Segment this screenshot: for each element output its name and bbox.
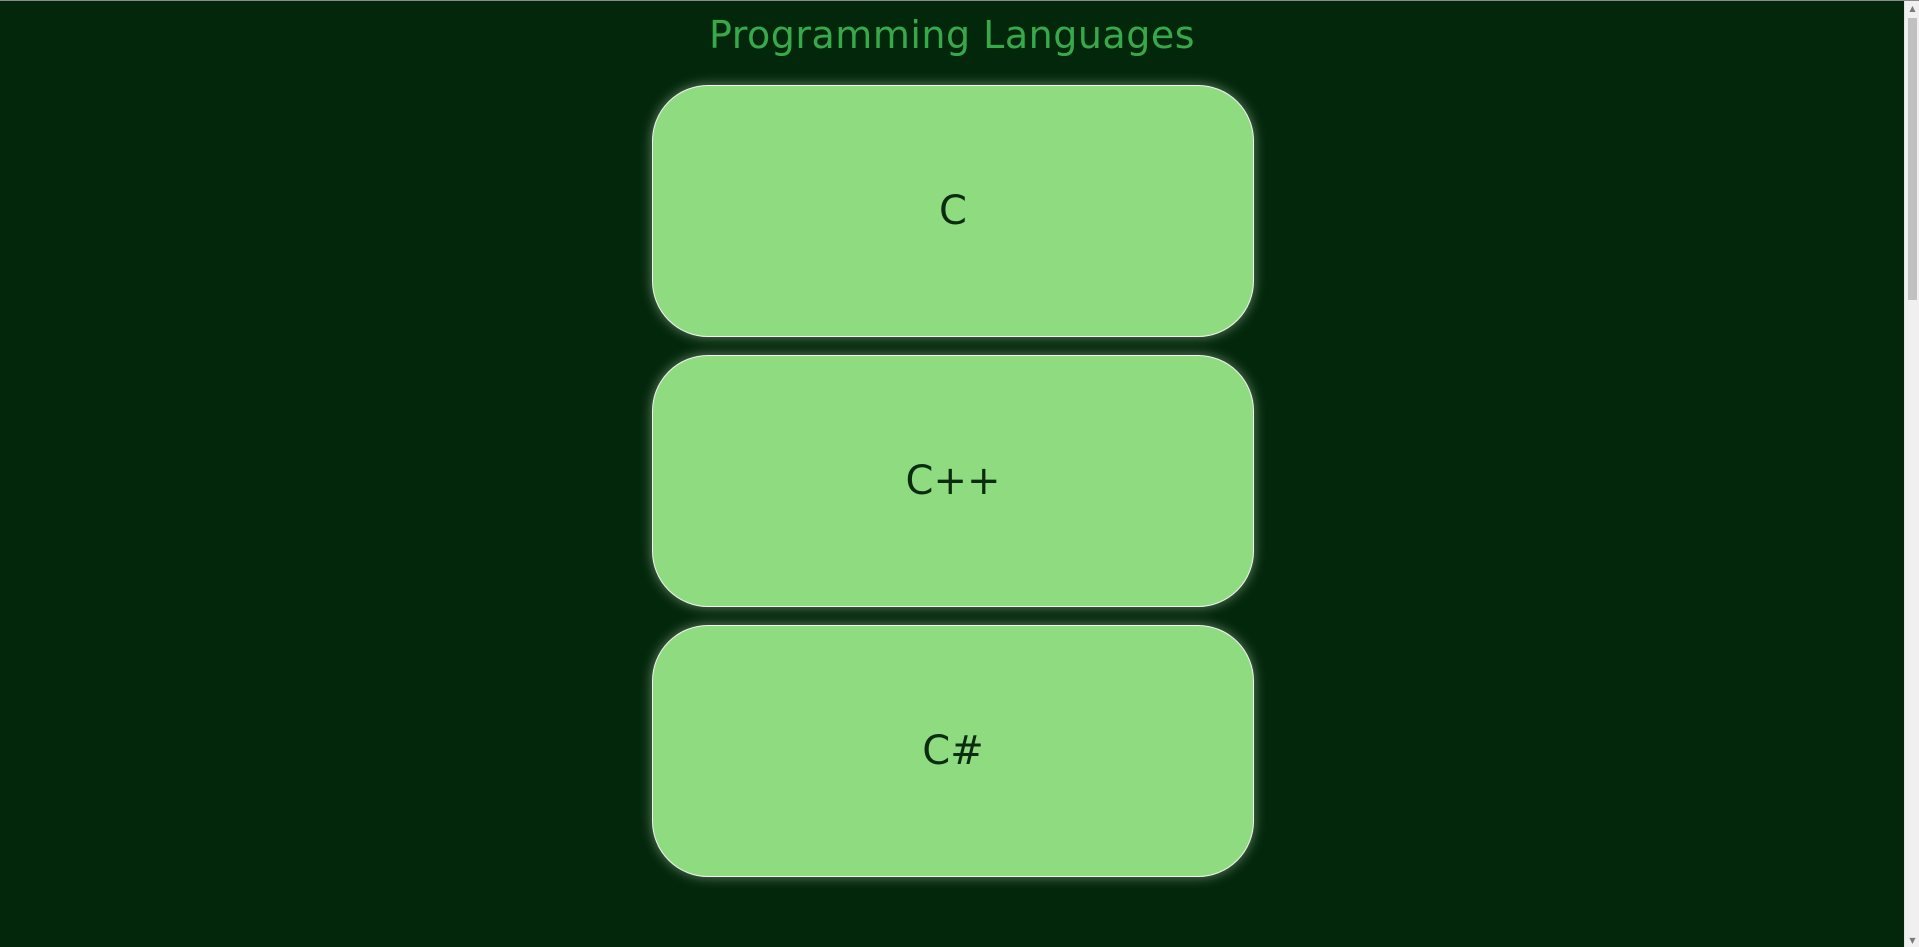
language-card-cpp[interactable]: C++ — [652, 355, 1254, 607]
chevron-up-icon[interactable]: ▲ — [1909, 4, 1916, 13]
page-title: Programming Languages — [708, 13, 1196, 57]
language-card-c[interactable]: C — [652, 85, 1254, 337]
language-card-label: C — [939, 188, 967, 234]
chevron-down-icon[interactable]: ▼ — [1909, 936, 1916, 945]
language-card-label: C++ — [905, 458, 1001, 504]
scrollbar-thumb[interactable] — [1908, 18, 1917, 300]
language-card-label: C# — [922, 728, 984, 774]
language-card-csharp[interactable]: C# — [652, 625, 1254, 877]
vertical-scrollbar[interactable]: ▲ ▼ — [1904, 1, 1919, 947]
